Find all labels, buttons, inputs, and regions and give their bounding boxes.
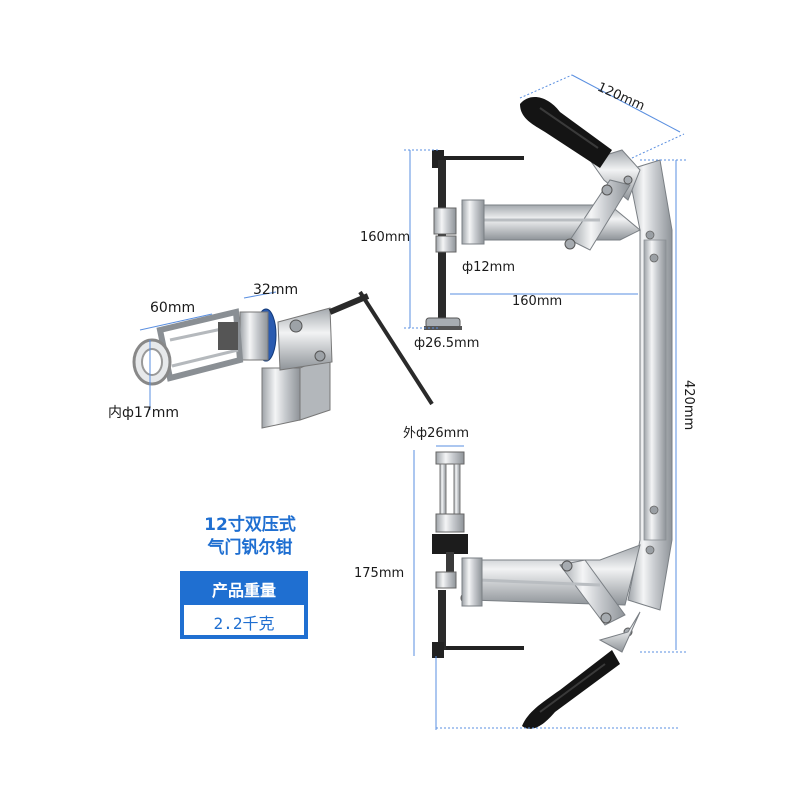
weight-label: 产品重量 (211, 581, 276, 600)
bottom-attachment (432, 451, 524, 658)
dim-line-120 (571, 74, 681, 133)
top-arm (461, 175, 641, 251)
weight-value-panel: 2.2千克 (184, 605, 304, 635)
bottom-handle (522, 611, 641, 729)
dimension-lines (139, 74, 686, 730)
bottom-arm (460, 544, 641, 637)
compressor-frame (424, 97, 673, 729)
dim-label-top-jaw-height: 160mm (360, 230, 411, 245)
weight-box: 产品重量 2.2千克 (180, 571, 308, 639)
dim-label-outer-diameter: 外ф26mm (403, 426, 469, 441)
dim-line-32 (243, 291, 277, 299)
dim-label-screw-diameter: ф12mm (462, 260, 515, 275)
dim-label-inner-diameter: 内ф17mm (108, 405, 180, 421)
spring-attachment (132, 290, 434, 429)
weight-value: 2.2千克 (213, 614, 275, 633)
dim-line-60 (139, 313, 213, 331)
dim-label-bottom-jaw-height: 175mm (354, 566, 405, 581)
top-screw (424, 150, 524, 330)
dim-label-jaw-depth: 160mm (512, 294, 563, 309)
dim-label-attachment-collar: 32mm (253, 282, 299, 298)
product-title-line1: 12寸双压式 (204, 515, 296, 535)
dim-label-overall-length: 420mm (681, 380, 696, 431)
product-title: 12寸双压式 气门钒尔钳 (180, 514, 320, 560)
product-title-line2: 气门钒尔钳 (207, 538, 293, 558)
dim-label-attachment-length: 60mm (150, 300, 196, 316)
dim-label-pad-diameter: ф26.5mm (414, 336, 480, 351)
